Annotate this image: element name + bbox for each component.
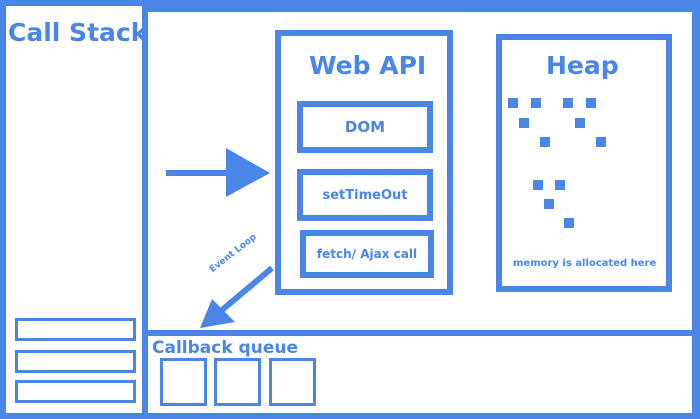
- web-api-item-label: setTimeOut: [322, 187, 408, 203]
- web-api-panel: [275, 30, 453, 295]
- callback-queue-slot: [269, 358, 316, 406]
- memory-block: [540, 137, 550, 147]
- heap-note: memory is allocated here: [513, 258, 657, 269]
- callback-queue-slot: [214, 358, 261, 406]
- memory-block: [519, 118, 529, 128]
- web-api-item-dom: DOM: [297, 101, 433, 153]
- memory-block: [596, 137, 606, 147]
- memory-block: [531, 98, 541, 108]
- right-arrow: [166, 148, 270, 197]
- memory-block: [564, 218, 574, 228]
- memory-block: [533, 180, 543, 190]
- memory-block: [575, 118, 585, 128]
- heap-panel: [496, 34, 672, 292]
- call-stack-frame-slot: [15, 318, 136, 341]
- memory-block: [555, 180, 565, 190]
- callback-queue-panel: [142, 330, 698, 419]
- callback-queue-slot: [160, 358, 207, 406]
- web-api-item-settimeout: setTimeOut: [297, 169, 433, 221]
- web-api-item-fetch: fetch/ Ajax call: [300, 230, 434, 278]
- memory-block: [563, 98, 573, 108]
- memory-block: [544, 199, 554, 209]
- call-stack-frame-slot: [15, 350, 136, 373]
- memory-block: [508, 98, 518, 108]
- web-api-title: Web API: [309, 51, 427, 80]
- memory-block: [586, 98, 596, 108]
- heap-title: Heap: [546, 51, 619, 80]
- event-loop-arrow: [200, 265, 274, 328]
- call-stack-frame-slot: [15, 380, 136, 403]
- call-stack-title: Call Stack: [8, 18, 148, 47]
- callback-queue-title: Callback queue: [152, 338, 298, 358]
- web-api-item-label: DOM: [344, 118, 386, 136]
- web-api-item-label: fetch/ Ajax call: [316, 247, 418, 261]
